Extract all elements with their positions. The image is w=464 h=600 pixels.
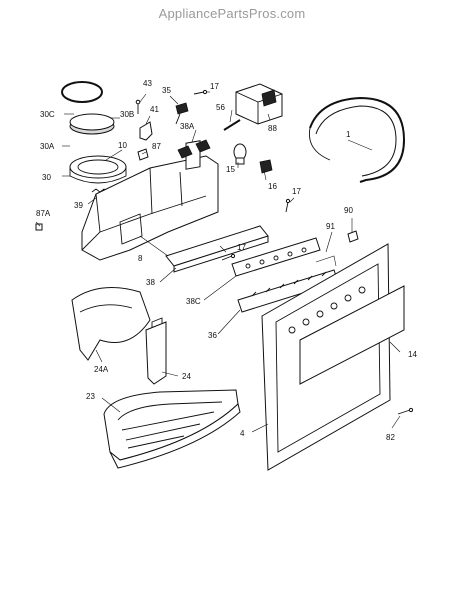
label-87a: 87A (36, 209, 51, 218)
part-88-solenoid (235, 83, 283, 125)
part-14-overlay (299, 285, 405, 385)
label-24a: 24A (94, 365, 109, 374)
label-30a: 30A (40, 142, 55, 151)
part-30c-ring (61, 81, 103, 103)
part-43-screw (135, 99, 141, 114)
part-87a-clip (35, 223, 43, 231)
part-16-socket (259, 159, 273, 174)
label-88: 88 (268, 124, 277, 133)
leader-lines (35, 91, 401, 433)
label-91: 91 (326, 222, 335, 231)
label-16: 16 (268, 182, 277, 191)
part-91-bracket (315, 255, 337, 267)
part-82-screw (397, 407, 414, 415)
label-38: 38 (146, 278, 155, 287)
label-90: 90 (344, 206, 353, 215)
part-24-actuator (145, 317, 167, 385)
part-35-switch (175, 102, 189, 125)
part-38a-switches (177, 139, 211, 159)
part-24a-chute-door (71, 287, 151, 361)
label-17-low: 17 (237, 243, 246, 252)
label-35: 35 (162, 86, 171, 95)
part-8-chute-housing (81, 140, 219, 261)
label-4: 4 (240, 429, 245, 438)
callout-labels: 30C 30B 30A 30 10 39 87A 43 41 35 17 56 … (36, 79, 417, 442)
label-14: 14 (408, 350, 417, 359)
label-17-top: 17 (210, 82, 219, 91)
part-17-screw-top (193, 89, 208, 95)
label-56: 56 (216, 103, 225, 112)
label-38c: 38C (186, 297, 201, 306)
part-30b-disc (69, 113, 115, 135)
label-30b: 30B (120, 110, 134, 119)
label-10: 10 (118, 141, 127, 150)
part-38c-keypad (231, 237, 321, 277)
watermark: AppliancePartsPros.com (158, 6, 306, 21)
label-23: 23 (86, 392, 95, 401)
label-39: 39 (74, 201, 83, 210)
label-30c: 30C (40, 110, 55, 119)
part-90-clip (347, 230, 359, 243)
label-41: 41 (150, 105, 159, 114)
part-17-screw-mid (285, 198, 291, 213)
label-82: 82 (386, 433, 395, 442)
label-15: 15 (226, 165, 235, 174)
part-17-screw-low (221, 253, 236, 261)
label-36: 36 (208, 331, 217, 340)
label-1: 1 (346, 130, 351, 139)
part-1-tubing (308, 96, 406, 183)
label-43: 43 (143, 79, 152, 88)
label-24: 24 (182, 372, 191, 381)
part-56-rod (223, 119, 241, 131)
label-8: 8 (138, 254, 143, 263)
part-30-housing (69, 155, 127, 184)
part-15-lamp (233, 143, 247, 165)
label-17-mid: 17 (292, 187, 301, 196)
label-87: 87 (152, 142, 161, 151)
part-41-bracket (139, 121, 153, 141)
label-38a: 38A (180, 122, 195, 131)
label-30: 30 (42, 173, 51, 182)
part-87-bracket (137, 148, 149, 161)
part-23-drip-tray (103, 389, 241, 469)
